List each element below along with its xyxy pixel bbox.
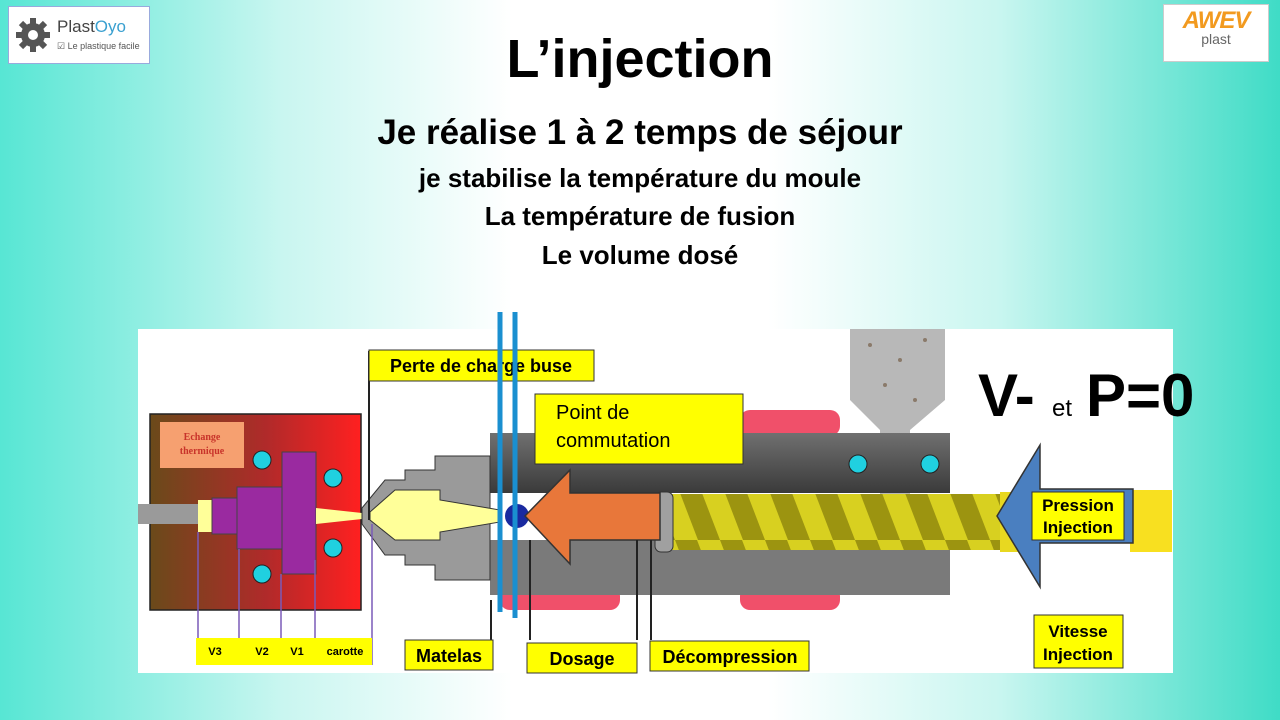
- matelas-label: Matelas: [404, 639, 494, 671]
- svg-text:Injection: Injection: [1043, 518, 1113, 537]
- gear-icon: [16, 18, 50, 52]
- svg-text:Echange: Echange: [184, 432, 221, 443]
- volume-labels: V3 V2 V1 carotte: [196, 638, 372, 665]
- svg-text:V1: V1: [290, 646, 303, 658]
- decompression-label: Décompression: [649, 640, 810, 672]
- commutation-arrow: [523, 468, 661, 566]
- blue-markers: [497, 312, 518, 618]
- barrel-cooling-channels: [848, 454, 940, 474]
- svg-text:commutation: commutation: [556, 430, 671, 452]
- dosage-label: Dosage: [526, 642, 638, 674]
- svg-text:Dosage: Dosage: [549, 649, 614, 669]
- v-minus-p-zero: V- et P=0: [978, 362, 1194, 429]
- svg-text:V-: V-: [978, 362, 1035, 429]
- vitesse-injection-label: Vitesse Injection: [1033, 614, 1124, 669]
- subtitle-line-1: Je réalise 1 à 2 temps de séjour: [377, 113, 903, 152]
- subtitle-line-3: La température de fusion: [484, 201, 796, 231]
- pressure-arrow: Pression Injection: [996, 442, 1134, 590]
- svg-text:Pression: Pression: [1042, 496, 1114, 515]
- svg-text:P=0: P=0: [1086, 362, 1194, 429]
- perte-de-charge-label: Perte de charge buse: [368, 349, 595, 382]
- svg-text:V3: V3: [208, 646, 221, 658]
- svg-text:Vitesse: Vitesse: [1048, 622, 1107, 641]
- point-de-commutation-label: Point de commutation: [534, 393, 744, 465]
- subtitle-line-2: je stabilise la température du moule: [418, 163, 862, 193]
- svg-text:Matelas: Matelas: [416, 646, 482, 666]
- svg-text:et: et: [1052, 395, 1072, 422]
- svg-text:Décompression: Décompression: [662, 647, 797, 667]
- svg-text:Perte de charge buse: Perte de charge buse: [390, 356, 572, 376]
- svg-text:Injection: Injection: [1043, 645, 1113, 664]
- svg-text:carotte: carotte: [327, 646, 364, 658]
- svg-text:Point de: Point de: [556, 402, 629, 424]
- awevplast-logo: AWEV plast: [1163, 4, 1269, 62]
- plastoyo-logo: PlastOyo ☑ Le plastique facile: [8, 6, 150, 64]
- hopper: [850, 329, 945, 495]
- svg-text:thermique: thermique: [180, 446, 225, 457]
- subtitle-line-4: Le volume dosé: [541, 240, 739, 270]
- brand-name: PlastOyo: [57, 17, 126, 36]
- leader-lines: [368, 351, 652, 640]
- brand-tagline: ☑ Le plastique facile: [57, 41, 140, 51]
- page-title: L’injection: [506, 29, 774, 89]
- svg-text:V2: V2: [255, 646, 268, 658]
- mold: Echange thermique: [138, 413, 362, 611]
